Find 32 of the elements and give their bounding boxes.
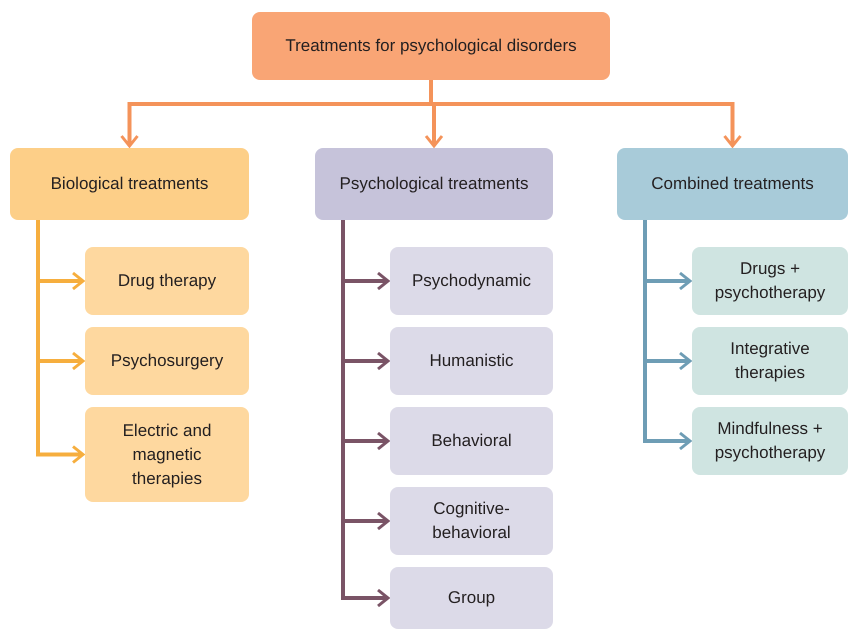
node-label: Treatments for psychological disorders [285,35,577,57]
node-label: Cognitive-behavioral [431,498,512,544]
treatment-box [692,247,848,315]
node-label: Drug therapy [118,270,216,292]
root-box [252,12,610,80]
category-box [10,148,249,220]
treatment-box [390,327,553,395]
treatment-box [692,407,848,475]
node-label: Group [448,587,496,609]
category-box [617,148,848,220]
node-label: Drugs + psychotherapy [714,258,826,304]
node-label: Psychological treatments [340,173,528,195]
connector-arrow [341,220,390,608]
node-label: Psychodynamic [412,270,532,292]
node-label: Combined treatments [651,173,814,195]
node-label: Integrative therapies [729,338,811,384]
category-box [315,148,553,220]
treatment-box [390,407,553,475]
treatment-box [85,247,249,315]
treatment-box [692,327,848,395]
connector-arrow [36,220,84,464]
treatment-box [390,247,553,315]
treatment-box [390,487,553,555]
node-label: Mindfulness + psychotherapy [714,418,826,464]
treatment-box [390,567,553,629]
node-label: Humanistic [429,350,514,372]
node-label: Behavioral [431,430,512,452]
node-label: Biological treatments [50,173,208,195]
node-label: Electric and magnetic therapies [122,420,212,490]
treatment-box [85,327,249,395]
node-label: Psychosurgery [110,350,224,372]
treatment-box [85,407,249,502]
